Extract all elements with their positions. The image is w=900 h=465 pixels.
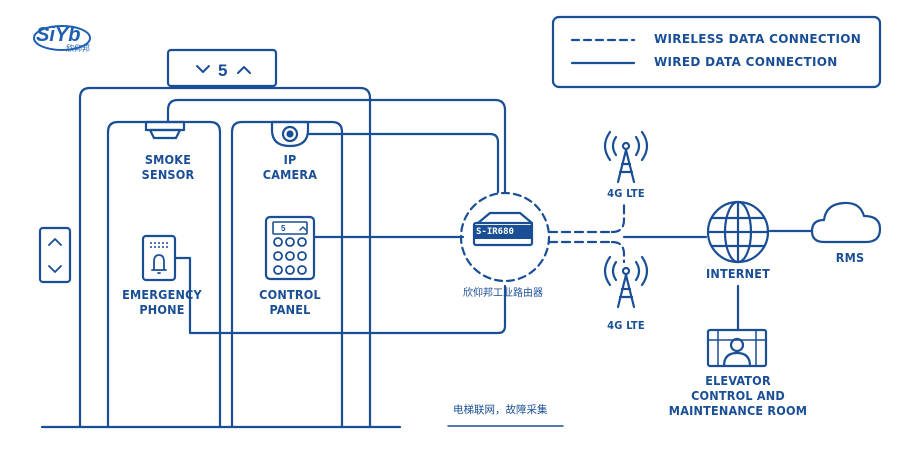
router-name-label: 欣仰邦工业路由器 <box>463 288 543 299</box>
legend-wireless-label: WIRELESS DATA CONNECTION <box>654 32 862 46</box>
control-panel-icon <box>264 215 316 281</box>
wireless-connections <box>547 203 626 264</box>
legend-box <box>551 15 882 89</box>
ip-camera-label: IP CAMERA <box>262 152 318 182</box>
maintenance-room-icon <box>706 328 768 368</box>
router-icon <box>459 191 551 283</box>
chevron-down-icon <box>196 65 210 73</box>
internet-label: INTERNET <box>706 266 770 281</box>
globe-icon <box>706 200 770 264</box>
call-down-icon <box>48 265 62 273</box>
floor-indicator <box>166 48 278 88</box>
smoke-sensor-icon <box>144 120 186 140</box>
panel-display: 5 <box>281 224 286 233</box>
logo-icon <box>33 25 91 51</box>
elevator-shaft <box>40 86 402 429</box>
emergency-phone-label: EMERGENCY PHONE <box>122 287 202 317</box>
hall-call-panel <box>38 226 72 284</box>
camera-icon <box>270 120 310 148</box>
brand-logo: SiYb <box>36 24 81 46</box>
floor-number: 5 <box>218 61 228 80</box>
control-panel-label: CONTROL PANEL <box>259 287 321 317</box>
wired-connections <box>166 98 814 335</box>
phone-icon <box>141 234 177 282</box>
cell-tower-bottom-icon <box>603 255 649 309</box>
chevron-up-icon <box>237 66 251 74</box>
legend-wired-label: WIRED DATA CONNECTION <box>654 55 838 69</box>
cloud-icon <box>810 201 882 244</box>
rms-label: RMS <box>835 250 865 265</box>
cell-tower-top-icon <box>603 130 649 184</box>
maintenance-room-label: ELEVATOR CONTROL AND MAINTENANCE ROOM <box>668 373 808 418</box>
caption-cn: 电梯联网，故障采集 <box>453 404 548 416</box>
call-up-icon <box>48 238 62 246</box>
lte-bottom-label: 4G LTE <box>607 319 645 332</box>
lte-top-label: 4G LTE <box>607 187 645 200</box>
router-model-label: S-IR680 <box>476 227 514 237</box>
brand-logo-cn: 欣仰邦 <box>66 44 90 53</box>
smoke-sensor-label: SMOKE SENSOR <box>141 152 195 182</box>
